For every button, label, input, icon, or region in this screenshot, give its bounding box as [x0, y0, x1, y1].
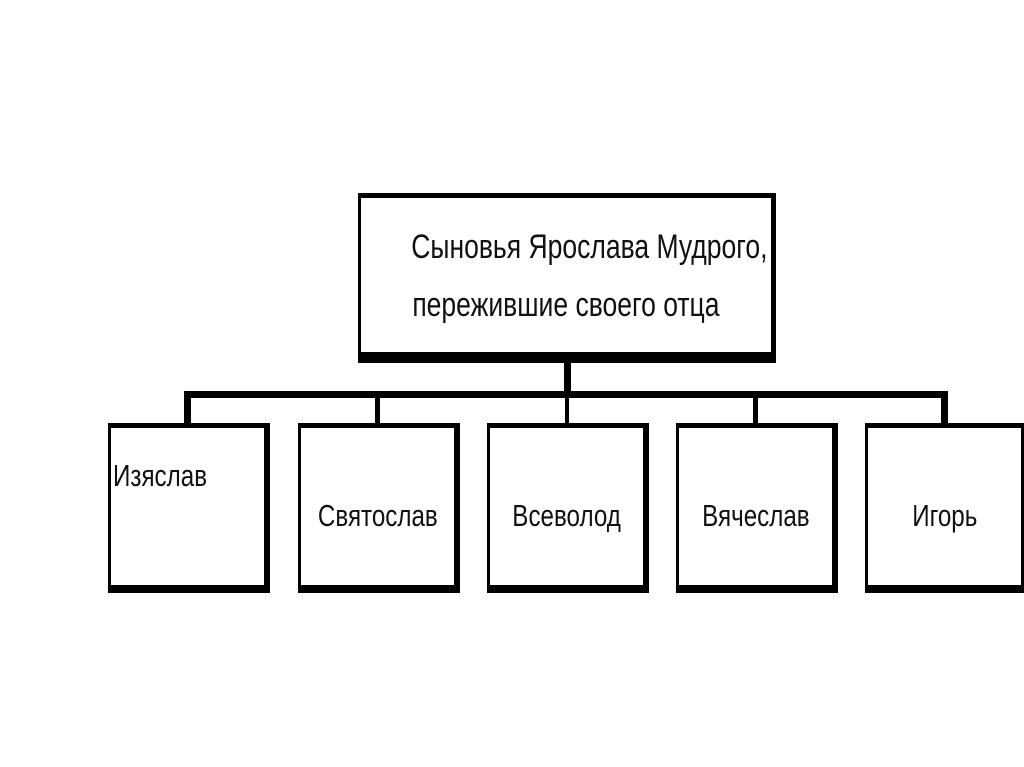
child-node-svyatoslav: Святослав: [298, 423, 460, 593]
child-connector: [753, 391, 758, 425]
child-label: Изяслав: [113, 458, 208, 493]
child-label: Всеволод: [512, 498, 621, 533]
child-label: Святослав: [317, 498, 438, 533]
child-connector: [941, 391, 948, 425]
root-title-line1: Сыновья Ярослава Мудрого,: [411, 228, 768, 266]
child-label: Игорь: [911, 498, 978, 533]
child-node-igor: Игорь: [865, 423, 1024, 593]
child-label: Вячеслав: [701, 498, 810, 533]
child-connector: [184, 391, 191, 425]
root-node: Сыновья Ярослава Мудрого, пережившие сво…: [358, 193, 776, 363]
root-title-line2: пережившие своего отца: [412, 286, 720, 324]
child-connector: [375, 391, 380, 425]
child-node-izyaslav: Изяслав: [108, 423, 270, 593]
root-connector: [564, 360, 571, 394]
child-connector: [565, 391, 569, 425]
child-node-vsevolod: Всеволод: [487, 423, 649, 593]
child-node-vyacheslav: Вячеслав: [676, 423, 838, 593]
